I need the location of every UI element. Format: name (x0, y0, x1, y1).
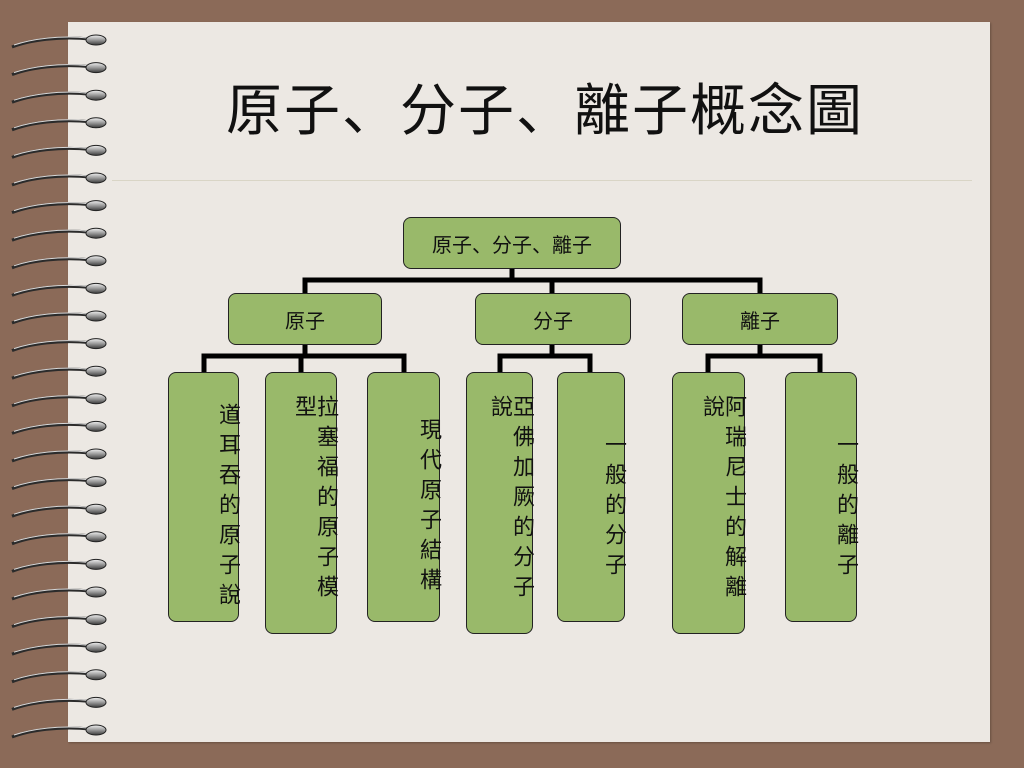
spiral-binding (11, 34, 107, 739)
spiral-ring-icon (11, 144, 107, 159)
spiral-ring-icon (11, 338, 107, 352)
spiral-ring-icon (11, 310, 107, 325)
branch-node-ion: 離子 (682, 293, 838, 345)
branch-node-molecule: 分子 (475, 293, 631, 345)
leaf-node-modern-atom: 現代原子結構 (367, 372, 441, 622)
spiral-ring-icon (11, 448, 107, 463)
spiral-ring-icon (11, 614, 107, 628)
spiral-ring-icon (11, 586, 107, 601)
leaf-node-rutherford: 拉塞福的原子模型 (265, 372, 338, 634)
spiral-ring-icon (11, 62, 107, 76)
title-divider (112, 180, 972, 181)
spiral-ring-icon (11, 227, 107, 242)
slide-title: 原子、分子、離子概念圖 (226, 79, 864, 144)
spiral-ring-icon (11, 89, 107, 104)
spiral-ring-icon (11, 172, 107, 187)
spiral-ring-icon (11, 34, 107, 49)
spiral-ring-icon (11, 393, 107, 408)
spiral-ring-icon (11, 476, 107, 490)
spiral-ring-icon (11, 641, 107, 656)
spiral-ring-icon (11, 669, 107, 684)
spiral-ring-icon (11, 696, 107, 711)
spiral-ring-icon (11, 365, 107, 380)
spiral-ring-icon (11, 531, 107, 546)
spiral-ring-icon (11, 724, 107, 739)
spiral-ring-icon (11, 282, 107, 297)
spiral-ring-icon (11, 117, 107, 132)
leaf-node-general-molecule: 一般的分子 (557, 372, 626, 622)
leaf-node-general-ion: 一般的離子 (785, 372, 858, 622)
leaf-node-dalton: 道耳吞的原子說 (168, 372, 240, 622)
leaf-node-arrhenius: 阿瑞尼士的解離說 (672, 372, 746, 634)
spiral-ring-icon (11, 420, 107, 435)
spiral-ring-icon (11, 200, 107, 214)
spiral-ring-icon (11, 255, 107, 270)
branch-node-atom: 原子 (228, 293, 382, 345)
spiral-ring-icon (11, 558, 107, 573)
root-node: 原子、分子、離子 (403, 217, 621, 269)
spiral-ring-icon (11, 503, 107, 518)
leaf-node-avogadro: 亞佛加厥的分子說 (466, 372, 534, 634)
